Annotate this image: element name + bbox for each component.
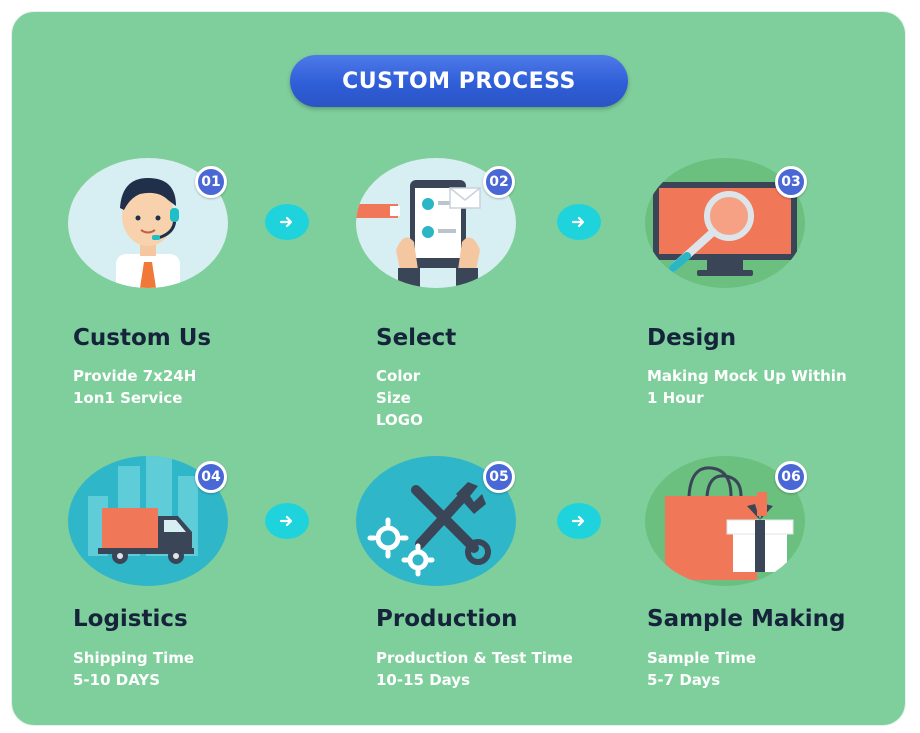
step-05-title: Production — [376, 606, 518, 632]
step-03-illustration — [645, 158, 805, 288]
arrow-right-icon — [557, 503, 601, 539]
step-02-line: LOGO — [376, 411, 423, 429]
step-05-description: Production & Test Time 10-15 Days — [376, 647, 573, 691]
step-03-title: Design — [647, 325, 737, 351]
step-06-line: 5-7 Days — [647, 671, 721, 689]
step-01-line: 1on1 Service — [73, 389, 183, 407]
step-04-line: 5-10 DAYS — [73, 671, 161, 689]
step-04-line: Shipping Time — [73, 649, 195, 667]
tools-gears-icon — [367, 482, 491, 577]
step-04-badge: 04 — [195, 461, 227, 493]
arrow-right-icon — [557, 204, 601, 240]
step-03-line: 1 Hour — [647, 389, 704, 407]
step-06-badge: 06 — [775, 461, 807, 493]
step-02-illustration — [356, 158, 516, 288]
step-01-description: Provide 7x24H 1on1 Service — [73, 365, 196, 409]
step-04-title: Logistics — [73, 606, 188, 632]
customer-service-icon — [116, 178, 180, 288]
step-04-description: Shipping Time 5-10 DAYS — [73, 647, 194, 691]
arrow-right-icon — [265, 503, 309, 539]
step-06-title: Sample Making — [647, 606, 846, 632]
step-05-line: Production & Test Time — [376, 649, 573, 667]
delivery-truck-icon — [88, 456, 198, 564]
step-03-badge: 03 — [775, 166, 807, 198]
step-02-line: Color — [376, 367, 421, 385]
step-01-title: Custom Us — [73, 325, 212, 351]
step-02-description: Color Size LOGO — [376, 365, 423, 431]
arrow-right-icon — [265, 204, 309, 240]
step-02-badge: 02 — [483, 166, 515, 198]
gift-bag-icon — [665, 466, 794, 580]
step-06-description: Sample Time 5-7 Days — [647, 647, 756, 691]
tablet-select-icon — [356, 180, 481, 288]
step-06-illustration — [645, 456, 805, 586]
step-01-line: Provide 7x24H — [73, 367, 197, 385]
process-panel — [12, 12, 905, 725]
monitor-magnifier-icon — [653, 182, 797, 276]
step-02-title: Select — [376, 325, 457, 351]
step-02-line: Size — [376, 389, 411, 407]
step-05-line: 10-15 Days — [376, 671, 471, 689]
page-title: CUSTOM PROCESS — [290, 55, 628, 107]
step-05-badge: 05 — [483, 461, 515, 493]
step-01-badge: 01 — [195, 166, 227, 198]
step-03-description: Making Mock Up Within 1 Hour — [647, 365, 847, 409]
step-06-line: Sample Time — [647, 649, 757, 667]
step-03-line: Making Mock Up Within — [647, 367, 847, 385]
